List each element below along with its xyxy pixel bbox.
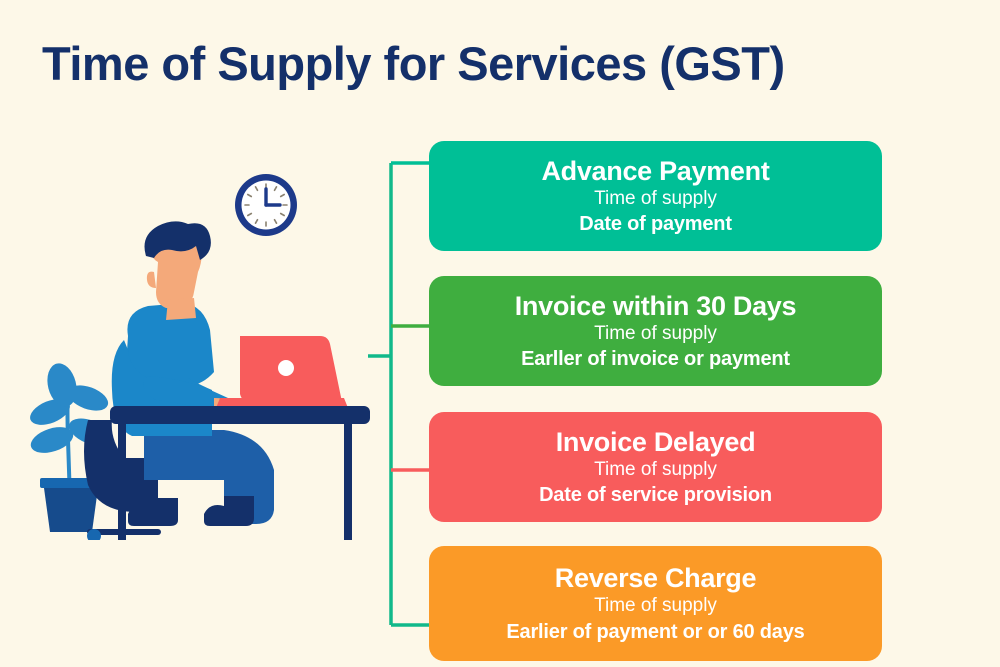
card-subtitle: Time of supply (594, 322, 717, 344)
page-title: Time of Supply for Services (GST) (42, 37, 785, 90)
card-advance-payment[interactable]: Advance Payment Time of supply Date of p… (429, 141, 882, 251)
card-value: Date of service provision (539, 484, 772, 507)
laptop-icon (216, 336, 348, 408)
card-invoice-within-30-days[interactable]: Invoice within 30 Days Time of supply Ea… (429, 276, 882, 386)
seated-person-figure (128, 430, 274, 526)
connector-lines (360, 130, 450, 650)
card-value: Earller of invoice or payment (521, 348, 790, 371)
card-invoice-delayed[interactable]: Invoice Delayed Time of supply Date of s… (429, 412, 882, 522)
person-working-at-desk-illustration (28, 140, 398, 543)
card-value: Date of payment (579, 213, 732, 236)
card-subtitle: Time of supply (594, 595, 717, 617)
desk-icon (110, 406, 370, 540)
card-title: Invoice Delayed (555, 426, 756, 457)
card-value: Earlier of payment or or 60 days (506, 620, 805, 643)
card-title: Advance Payment (541, 155, 770, 186)
card-subtitle: Time of supply (594, 187, 717, 209)
wall-clock-icon (235, 174, 297, 236)
person-head (144, 221, 211, 320)
card-subtitle: Time of supply (594, 458, 717, 480)
potted-plant-icon (30, 363, 111, 532)
card-title: Reverse Charge (554, 563, 757, 594)
card-title: Invoice within 30 Days (514, 290, 797, 321)
card-reverse-charge[interactable]: Reverse Charge Time of supply Earlier of… (429, 546, 882, 661)
